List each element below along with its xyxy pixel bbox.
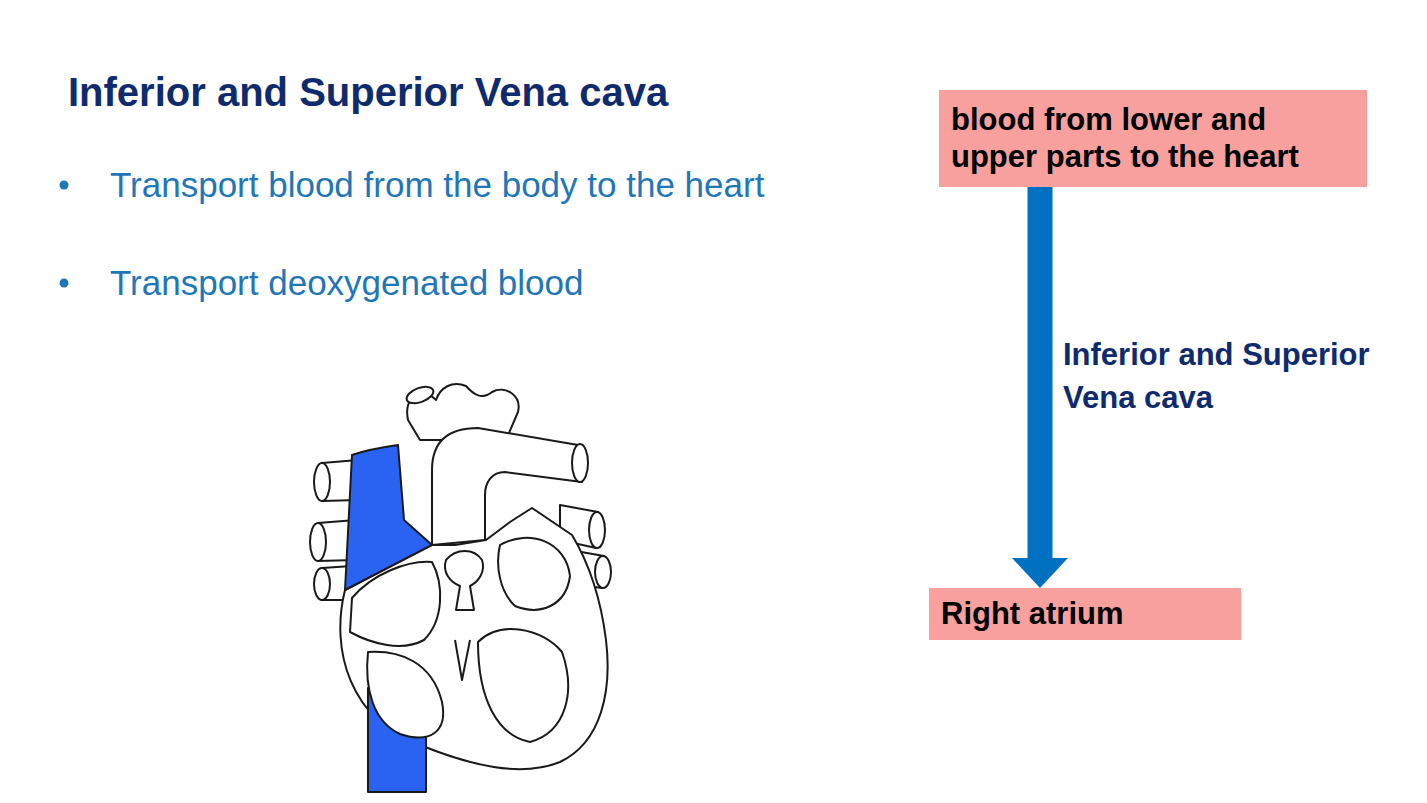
vessel-end xyxy=(314,568,330,600)
bullet-text: Transport blood from the body to the hea… xyxy=(110,165,764,205)
left-ventricle-chamber xyxy=(478,629,568,742)
arrow-shaft xyxy=(1028,187,1053,558)
flow-box: Right atrium xyxy=(929,588,1241,640)
vessel-end xyxy=(589,512,605,548)
box-text: blood from lower and upper parts to the … xyxy=(951,101,1359,175)
box-text: Right atrium xyxy=(941,595,1233,632)
vessel-end xyxy=(572,444,588,482)
arrow-label: Inferior and Superior Vena cava xyxy=(1063,333,1423,419)
vessel-end xyxy=(595,556,611,588)
vessel-end xyxy=(310,523,326,561)
left-atrium-chamber xyxy=(498,538,570,610)
arrow-head xyxy=(1012,558,1068,588)
flow-box: blood from lower and upper parts to the … xyxy=(939,90,1367,187)
bullet-dot xyxy=(60,279,69,288)
septum-line xyxy=(455,640,470,680)
flow-arrow xyxy=(1012,187,1068,588)
bullet-text: Transport deoxygenated blood xyxy=(110,263,583,303)
aortic-valve xyxy=(445,551,483,610)
vessel-end xyxy=(404,384,435,407)
right-atrium-chamber xyxy=(350,562,440,646)
bullet-dot xyxy=(60,181,69,190)
right-ventricle-chamber xyxy=(367,652,443,738)
slide-title: Inferior and Superior Vena cava xyxy=(68,69,668,115)
heart-illustration xyxy=(310,384,611,792)
vessel-end xyxy=(314,463,330,501)
